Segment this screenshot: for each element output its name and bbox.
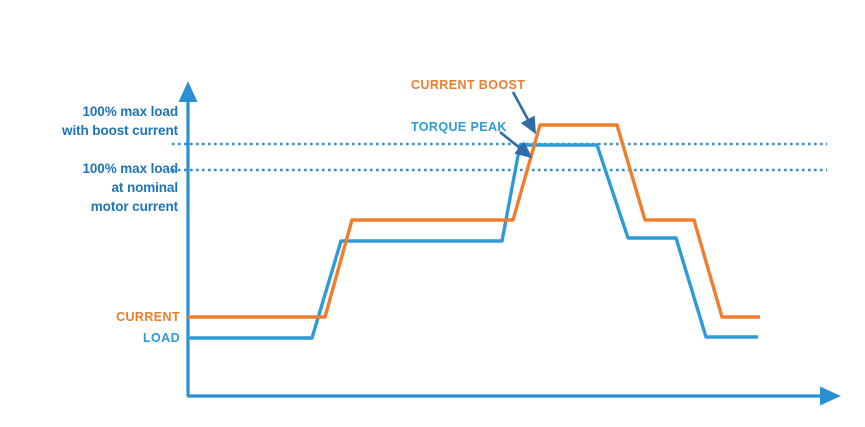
current-boost-arrow-icon (511, 91, 536, 135)
nominal-threshold-label: 100% max load at nominal motor current (82, 161, 178, 214)
series-key-load: LOAD (142, 331, 180, 345)
series-key-current: CURRENT (116, 310, 180, 324)
callout-current-boost: CURRENT BOOST (411, 78, 526, 92)
torque-peak-arrow-icon (499, 130, 533, 159)
boost-threshold-label: 100% max load with boost current (62, 104, 178, 138)
series-line-load (188, 143, 758, 340)
series-line-current (188, 123, 760, 319)
callout-torque-peak: TORQUE PEAK (411, 120, 507, 134)
